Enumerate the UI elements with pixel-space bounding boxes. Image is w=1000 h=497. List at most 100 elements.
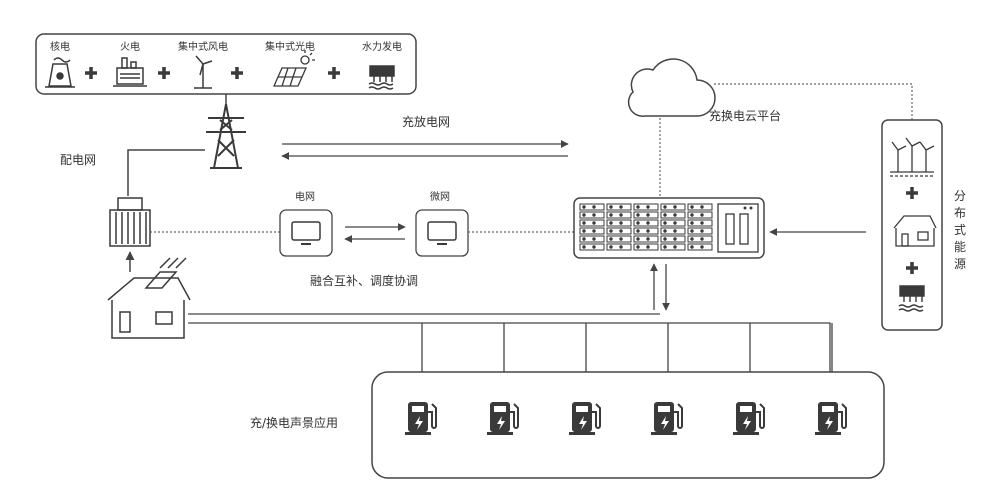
battery-cell — [660, 243, 686, 251]
battery-cell-dot — [700, 245, 704, 249]
battery-cell — [660, 203, 686, 211]
battery-cell — [579, 235, 605, 243]
battery-cell-dot — [673, 221, 677, 225]
distributed-energy-panel — [881, 119, 943, 331]
hydro-label: 水力发电 — [362, 40, 402, 53]
battery-cell-dot — [673, 229, 677, 233]
plus-icon — [231, 67, 243, 79]
battery-cell-dot — [592, 205, 596, 209]
battery-cell-dot — [592, 237, 596, 241]
battery-cell — [687, 235, 713, 243]
battery-cell-dot — [663, 205, 667, 209]
distributed-energy-char: 式 — [954, 223, 966, 237]
nuclear-label: 核电 — [50, 40, 70, 53]
distributed-energy-char: 分 — [954, 189, 966, 203]
battery-cell-dot — [636, 237, 640, 241]
grid-monitor-icon — [279, 209, 333, 257]
battery-cell-dot — [609, 213, 613, 217]
energy-storage-cabinet-icon — [573, 197, 765, 259]
battery-cell-dot — [690, 245, 694, 249]
battery-cell — [633, 227, 659, 235]
battery-cell — [606, 243, 632, 251]
battery-cell-dot — [646, 213, 650, 217]
battery-cell-dot — [609, 221, 613, 225]
battery-cell — [633, 203, 659, 211]
battery-cell — [633, 235, 659, 243]
battery-cell-dot — [663, 221, 667, 225]
cloud-icon — [627, 58, 716, 117]
battery-cell — [606, 203, 632, 211]
grid-label: 电网 — [295, 190, 315, 203]
battery-cell-dot — [646, 229, 650, 233]
plus-icon — [906, 262, 918, 274]
battery-cell — [660, 211, 686, 219]
battery-cell — [633, 243, 659, 251]
battery-cell-dot — [582, 245, 586, 249]
battery-cell-dot — [582, 221, 586, 225]
distributed-energy-char: 源 — [954, 257, 966, 271]
battery-cell-dot — [663, 237, 667, 241]
battery-cell-dot — [690, 205, 694, 209]
battery-cell-dot — [700, 205, 704, 209]
battery-cell — [660, 227, 686, 235]
battery-cell-dot — [690, 221, 694, 225]
battery-cell — [633, 219, 659, 227]
battery-cell-dot — [619, 245, 623, 249]
battery-cell — [687, 243, 713, 251]
battery-cell-dot — [636, 205, 640, 209]
solar-label: 集中式光电 — [265, 40, 315, 53]
battery-cell — [579, 211, 605, 219]
battery-cell — [687, 219, 713, 227]
battery-cell-dot — [700, 221, 704, 225]
battery-cell-dot — [690, 213, 694, 217]
wind-turbine-icon — [194, 55, 213, 89]
thermal-label: 火电 — [120, 40, 140, 53]
battery-cell-dot — [673, 245, 677, 249]
charging-station-icon — [651, 402, 683, 435]
scenario-label: 充/换电声景应用 — [250, 415, 338, 430]
microgrid-label: 微网 — [430, 190, 450, 203]
charging-station-icon — [815, 402, 847, 435]
charging-station-icon — [733, 402, 765, 435]
battery-cell-dot — [582, 237, 586, 241]
charging-station-icon — [487, 402, 519, 435]
battery-cell-dot — [700, 229, 704, 233]
battery-cell-dot — [619, 237, 623, 241]
battery-cell — [579, 203, 605, 211]
battery-cell-dot — [619, 221, 623, 225]
plus-icon — [328, 67, 340, 79]
solar-panel-icon — [272, 50, 315, 87]
battery-cell — [687, 227, 713, 235]
charge-discharge-label: 充放电网 — [402, 114, 450, 129]
battery-cell-dot — [609, 229, 613, 233]
charging-station-icon — [569, 402, 601, 435]
complement-label: 融合互补、调度协调 — [310, 273, 418, 288]
battery-cell-dot — [646, 237, 650, 241]
battery-cell-dot — [582, 205, 586, 209]
battery-cell — [687, 211, 713, 219]
battery-cell-dot — [592, 245, 596, 249]
charging-scenario-box — [371, 371, 885, 479]
battery-cell-dot — [663, 229, 667, 233]
battery-cell-dot — [700, 237, 704, 241]
battery-cell-dot — [663, 213, 667, 217]
battery-cell-dot — [646, 205, 650, 209]
battery-cell-dot — [673, 213, 677, 217]
battery-cell-dot — [619, 213, 623, 217]
battery-cell — [579, 219, 605, 227]
battery-cell-dot — [636, 221, 640, 225]
battery-cell — [633, 211, 659, 219]
distribution-grid-label: 配电网 — [60, 153, 96, 167]
cloud-platform-label: 充换电云平台 — [709, 108, 781, 123]
battery-cell — [660, 219, 686, 227]
battery-cell-dot — [646, 221, 650, 225]
battery-cell-dot — [636, 213, 640, 217]
battery-cell-dot — [592, 221, 596, 225]
battery-cell-dot — [592, 213, 596, 217]
battery-cell-dot — [636, 229, 640, 233]
battery-cell-dot — [609, 245, 613, 249]
battery-cell — [579, 243, 605, 251]
battery-cell — [687, 203, 713, 211]
